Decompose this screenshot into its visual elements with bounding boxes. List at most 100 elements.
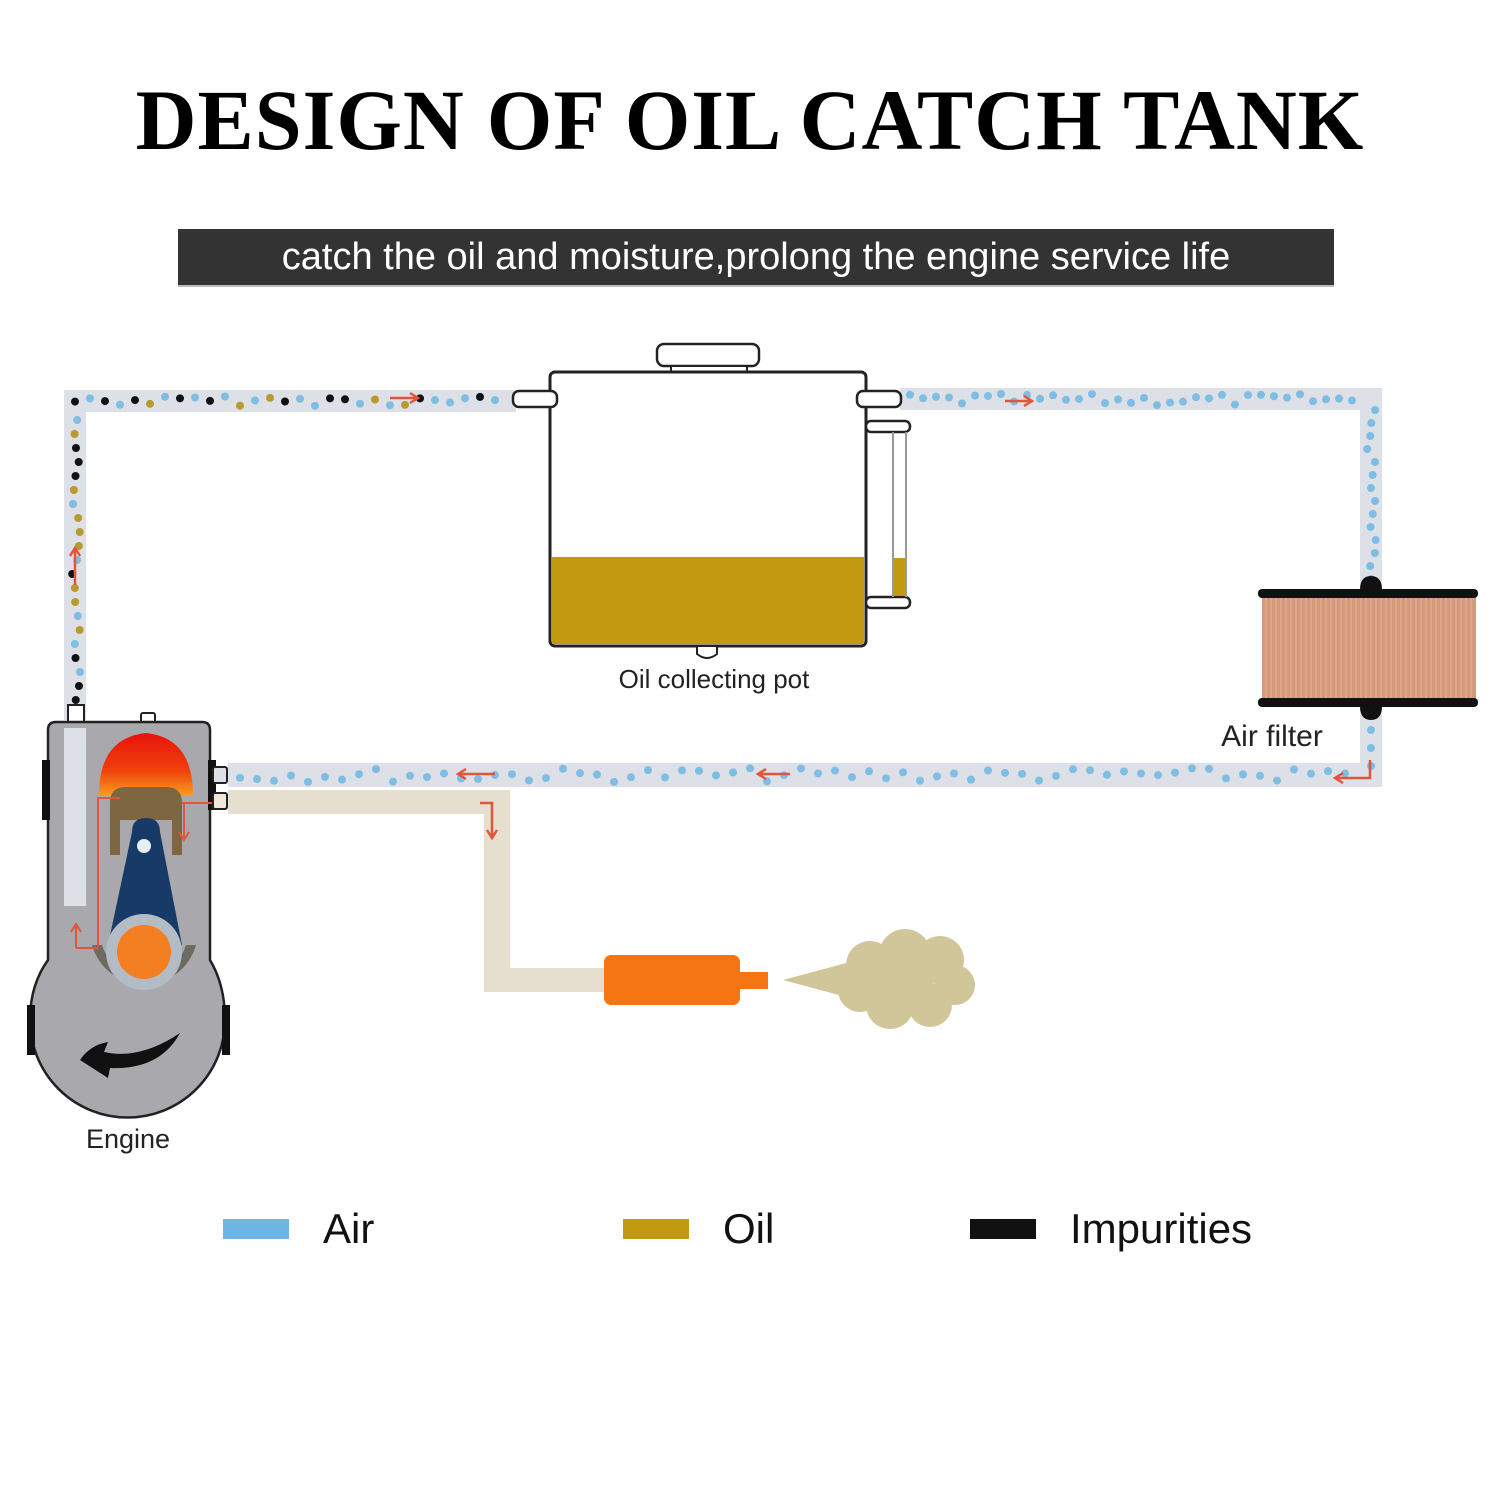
air-particle xyxy=(1239,770,1247,779)
legend-label: Air xyxy=(323,1205,375,1252)
arrow-up-icon xyxy=(68,545,82,585)
engine xyxy=(27,704,230,1119)
air-particle xyxy=(304,777,312,786)
air-particle xyxy=(919,394,927,403)
subtitle-banner: catch the oil and moisture,prolong the e… xyxy=(178,229,1334,287)
crankshaft xyxy=(117,925,171,979)
air-particle xyxy=(1103,770,1111,779)
air-particle xyxy=(542,774,550,783)
air-particle xyxy=(1052,771,1060,780)
arrow-down-icon xyxy=(480,801,499,841)
oil-particle xyxy=(371,395,379,404)
air-particle xyxy=(1127,398,1135,407)
air-particle xyxy=(1120,767,1128,776)
air-particle xyxy=(576,769,584,778)
air-particle xyxy=(661,773,669,782)
air-particle xyxy=(1018,769,1026,778)
air-particle xyxy=(1296,390,1304,399)
combustion-chamber xyxy=(99,733,193,795)
air-particle xyxy=(1366,562,1375,570)
oil-particle xyxy=(74,514,83,522)
oil-particle xyxy=(74,542,83,550)
air-particle xyxy=(967,775,975,784)
air-particle xyxy=(1348,396,1356,405)
air-particle xyxy=(1367,744,1375,752)
filter-element xyxy=(1262,594,1476,702)
air-particle xyxy=(610,777,618,786)
air-particle xyxy=(1366,523,1375,531)
air-particle xyxy=(221,392,229,401)
oil-particle xyxy=(70,584,79,592)
impurity-particle xyxy=(131,396,139,405)
air-particle xyxy=(1341,769,1349,778)
air-particle xyxy=(1371,536,1380,544)
air-particle xyxy=(191,393,199,402)
impurity-particle xyxy=(476,392,484,401)
air-particle xyxy=(945,393,953,402)
oil-particle xyxy=(70,430,79,438)
sight-glass-oil xyxy=(894,558,905,596)
air-particle xyxy=(1283,393,1291,402)
air-particle xyxy=(593,770,601,779)
air-particle xyxy=(1205,394,1213,403)
oil-particle xyxy=(75,626,84,634)
air-particle xyxy=(1370,549,1379,557)
air-particle xyxy=(712,771,720,780)
air-particle xyxy=(1171,768,1179,777)
air-particle xyxy=(814,769,822,778)
air-particle xyxy=(1257,390,1265,399)
air-particle xyxy=(1192,393,1200,402)
air-particle xyxy=(1036,394,1044,403)
arrow-left-icon xyxy=(1332,760,1372,785)
legend-label: Oil xyxy=(723,1205,775,1252)
air-particle xyxy=(1154,771,1162,780)
air-particle xyxy=(1363,445,1372,453)
air-particle xyxy=(882,774,890,783)
drain-plug xyxy=(696,647,718,659)
oil-level xyxy=(552,557,864,644)
air-particle xyxy=(1309,397,1317,406)
pot-inlet xyxy=(511,389,559,409)
air-particle xyxy=(932,392,940,401)
air-particle xyxy=(1307,769,1315,778)
air-particle xyxy=(831,766,839,775)
engine-breather-channel xyxy=(64,728,86,906)
impurity-particle xyxy=(74,682,83,690)
air-particle xyxy=(1322,395,1330,404)
oil-collecting-pot xyxy=(511,342,912,659)
air-particle xyxy=(1371,497,1380,505)
air-particle xyxy=(1075,394,1083,403)
air-particle xyxy=(1069,765,1077,774)
air-particle xyxy=(933,772,941,781)
air-particle xyxy=(311,401,319,410)
connecting-rod xyxy=(108,818,182,945)
impurity-particle xyxy=(71,397,79,406)
air-particle xyxy=(971,391,979,400)
air-particle xyxy=(1231,400,1239,409)
air-particle xyxy=(73,416,82,424)
muffler xyxy=(604,955,768,1005)
air-particle xyxy=(389,777,397,786)
air-particle xyxy=(1188,764,1196,773)
air-particle xyxy=(984,391,992,400)
air-particle xyxy=(1088,390,1096,399)
air-particle xyxy=(508,770,516,779)
air-particle xyxy=(251,396,259,405)
arrow-right-icon xyxy=(390,391,421,405)
air-particle xyxy=(73,612,82,620)
air-particle xyxy=(253,775,261,784)
oil-particle xyxy=(266,393,274,402)
air-particle xyxy=(75,668,84,676)
air-particle xyxy=(270,776,278,785)
air-particle xyxy=(431,396,439,405)
air-particle xyxy=(1366,484,1375,492)
air-particle xyxy=(1049,391,1057,400)
air-particle xyxy=(525,776,533,785)
air-particle xyxy=(423,773,431,782)
air-particle xyxy=(848,773,856,782)
air-particle xyxy=(236,773,244,782)
air-particle xyxy=(1367,726,1375,734)
air-particle xyxy=(321,772,329,781)
air-particle xyxy=(461,394,469,403)
